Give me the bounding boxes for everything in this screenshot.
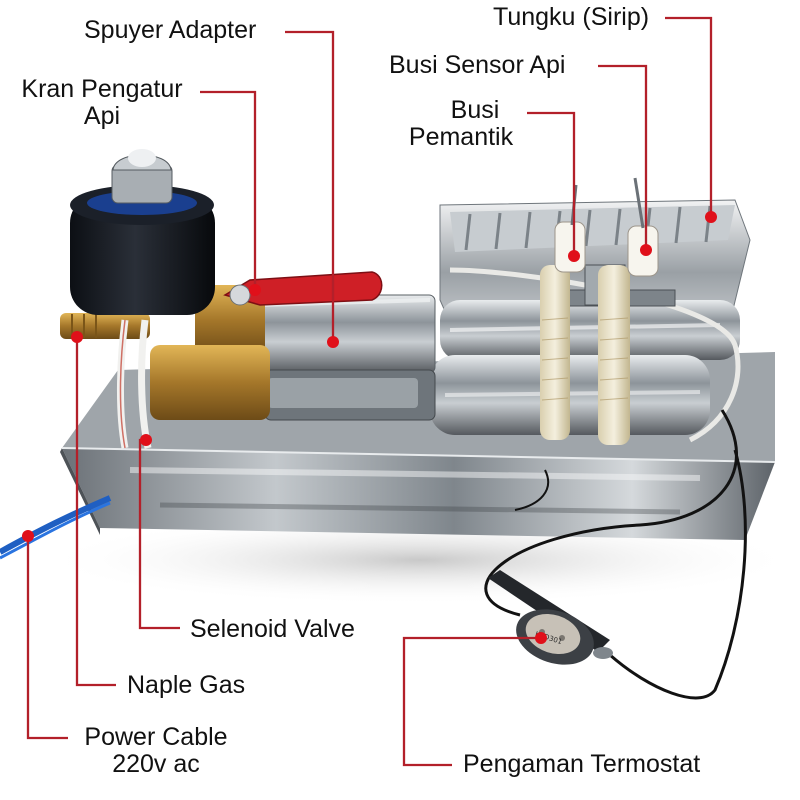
leader-power-cable: [26, 536, 68, 740]
leader-naple-gas: [75, 337, 116, 687]
label-busi-pemantik-line1: Busi: [450, 96, 500, 124]
callout-dots: [22, 211, 717, 644]
leader-pengaman-termostat: [402, 636, 541, 767]
dot-busi-sensor: [640, 244, 652, 256]
label-busi-pemantik-line2: Pemantik: [408, 123, 514, 151]
leader-busi-sensor: [598, 64, 648, 250]
label-busi-pemantik: Busi Pemantik: [402, 97, 520, 151]
leader-spuyer-adapter: [285, 30, 335, 342]
label-pengaman-termostat: Pengaman Termostat: [463, 750, 701, 778]
power-cable: [0, 495, 112, 555]
spuyer-adapter-block: [249, 294, 436, 421]
dot-selenoid-valve: [140, 434, 152, 446]
label-kran-pengatur-line2: Api: [83, 102, 121, 130]
spark-plugs: [540, 177, 676, 445]
label-power-cable-line1: Power Cable: [84, 723, 228, 751]
leader-busi-pemantik: [527, 111, 576, 256]
label-power-cable: Power Cable 220v ac: [72, 724, 240, 778]
leader-tungku: [665, 16, 713, 217]
solenoid-coil: [70, 149, 215, 315]
dot-spuyer-adapter: [327, 336, 339, 348]
label-kran-pengatur-line1: Kran Pengatur: [21, 75, 183, 103]
brass-valve: [60, 285, 270, 420]
leader-lines: [26, 16, 713, 767]
label-naple-gas: Naple Gas: [127, 671, 246, 699]
thermostat-device: KSD301: [488, 570, 613, 665]
label-tungku-sirip: Tungku (Sirip): [493, 3, 650, 31]
label-kran-pengatur-api: Kran Pengatur Api: [8, 76, 196, 130]
dot-tungku: [705, 211, 717, 223]
dot-busi-pemantik: [568, 250, 580, 262]
dot-naple-gas: [71, 331, 83, 343]
valve-handle: [223, 271, 383, 306]
dot-power-cable: [22, 530, 34, 542]
label-spuyer-adapter: Spuyer Adapter: [84, 16, 257, 44]
leader-kran-pengatur: [200, 90, 257, 290]
dot-pengaman-termostat: [535, 632, 547, 644]
label-busi-sensor-api: Busi Sensor Api: [389, 51, 566, 79]
dot-kran-pengatur: [249, 284, 261, 296]
ground-shadow: [40, 515, 800, 605]
label-selenoid-valve: Selenoid Valve: [190, 615, 355, 643]
label-power-cable-line2: 220v ac: [112, 750, 200, 778]
